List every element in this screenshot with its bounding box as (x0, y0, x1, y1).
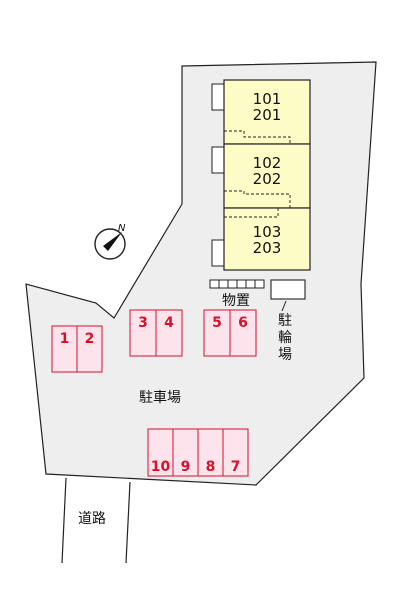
unit-2-lower-label: 202 (253, 170, 282, 188)
lot-boundary (25, 61, 377, 486)
parking-space-2 (76, 325, 103, 373)
stair-outline-3 (224, 208, 279, 218)
parking-space-7 (222, 428, 249, 477)
unit-3-lower-label: 203 (253, 239, 282, 257)
storage-label: 物置 (222, 293, 250, 309)
bicycle-parking-box (270, 279, 306, 300)
storage-shed-4 (236, 279, 247, 289)
bicycle-parking-char-1: 駐 (278, 313, 292, 329)
parking-space-7-label: 7 (231, 459, 241, 475)
entrance-step-2 (211, 146, 225, 174)
parking-space-6 (229, 309, 257, 357)
parking-space-4-label: 4 (164, 315, 174, 331)
apartment-building: 101 201 102 202 103 203 (211, 79, 311, 271)
stair-outline-2 (224, 190, 291, 208)
parking-space-5-label: 5 (212, 315, 222, 331)
parking-space-9-label: 9 (181, 459, 191, 475)
parking-space-8 (197, 428, 224, 477)
north-arrow-icon (103, 232, 122, 251)
parking-space-3-label: 3 (138, 315, 148, 331)
storage-shed-3 (227, 279, 238, 289)
bicycle-parking: 駐 輪 場 (270, 279, 306, 363)
bicycle-parking-pointer (281, 300, 287, 312)
road-label: 道路 (78, 511, 106, 527)
unit-3-upper-label: 103 (253, 223, 282, 241)
entrance-step-3 (211, 239, 225, 267)
road-edge-right (125, 481, 131, 564)
parking-space-8-label: 8 (206, 459, 216, 475)
road-edge-left (61, 477, 67, 564)
parking-space-2-label: 2 (85, 331, 95, 347)
storage: 物置 (209, 279, 265, 309)
unit-2-upper-label: 102 (253, 154, 282, 172)
parking-lot-label: 駐車場 (139, 389, 181, 406)
parking-space-4 (155, 309, 183, 357)
stair-outline-1 (224, 130, 291, 144)
entrance-step-1 (211, 83, 225, 111)
compass: N (94, 223, 126, 260)
parking-space-10 (147, 428, 174, 477)
storage-shed-1 (209, 279, 220, 289)
storage-shed-6 (254, 279, 265, 289)
road: 道路 (61, 477, 131, 564)
unit-1-upper-label: 101 (253, 90, 282, 108)
unit-1-lower-label: 201 (253, 106, 282, 124)
parking-space-6-label: 6 (238, 315, 248, 331)
parking-space-1-label: 1 (60, 331, 70, 347)
bicycle-parking-char-3: 場 (278, 347, 292, 363)
compass-north-label: N (118, 223, 126, 234)
parking-space-10-label: 10 (151, 459, 171, 475)
unit-block-1 (223, 79, 311, 145)
parking-spaces: 1 2 3 4 5 6 10 9 8 7 (51, 309, 257, 477)
unit-block-3 (223, 207, 311, 271)
storage-shed-5 (245, 279, 256, 289)
storage-shed-2 (218, 279, 229, 289)
bicycle-parking-char-2: 輪 (278, 329, 292, 346)
